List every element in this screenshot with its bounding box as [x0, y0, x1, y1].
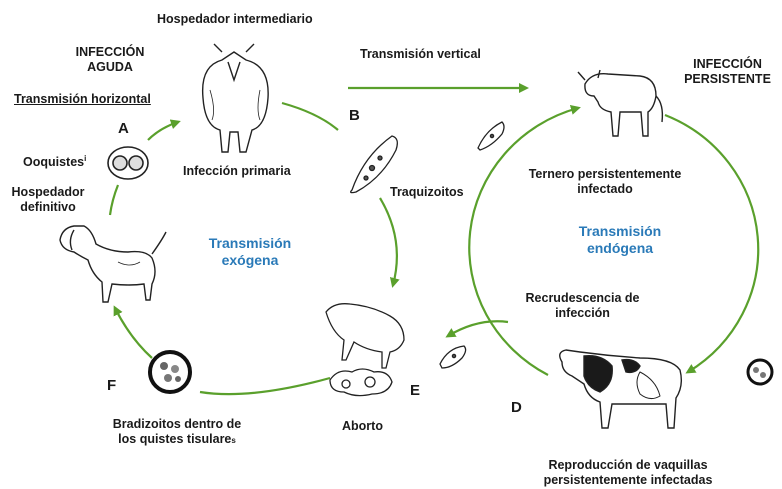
- label-traquizoitos: Traquizoitos: [390, 185, 464, 200]
- dog-icon: [60, 226, 166, 302]
- arrow-dog-to-a: [110, 185, 118, 215]
- letter-b: B: [349, 108, 360, 123]
- label-transmision-vertical: Transmisión vertical: [360, 47, 481, 62]
- calf-icon: [578, 70, 662, 136]
- label-ooquistes-mark: i: [84, 154, 86, 163]
- label-bradizoitos-line2-tail: s: [231, 436, 235, 445]
- label-ternero-line1: Ternero persistentemente: [520, 167, 690, 182]
- cow-icon: [203, 44, 269, 152]
- label-bradizoitos-line1: Bradizoitos dentro de: [92, 417, 262, 432]
- label-ooquistes: Ooquistesi: [23, 151, 86, 170]
- label-reproduccion-line1: Reproducción de vaquillas: [528, 458, 728, 473]
- arrow-aborto-to-f: [200, 378, 330, 394]
- label-hospedador-definitivo-line2: definitivo: [8, 200, 88, 215]
- label-infeccion-aguda-line1: INFECCIÓN: [55, 45, 165, 60]
- label-transmision-exogena-line1: Transmisión: [190, 235, 310, 252]
- label-ternero-line2: infectado: [520, 182, 690, 197]
- label-transmision-endogena-line2: endógena: [560, 240, 680, 257]
- label-ternero-persistentemente-infectado: Ternero persistentemente infectado: [520, 167, 690, 197]
- label-transmision-exogena: Transmisión exógena: [190, 235, 310, 269]
- label-transmision-endogena: Transmisión endógena: [560, 223, 680, 257]
- label-hospedador-definitivo: Hospedador definitivo: [8, 185, 88, 215]
- label-ooquistes-text: Ooquistes: [23, 155, 84, 169]
- tissue-cyst-d: [748, 360, 772, 384]
- label-recrudescencia-line2: infección: [510, 306, 655, 321]
- label-transmision-horizontal: Transmisión horizontal: [14, 92, 151, 107]
- letter-d: D: [511, 400, 522, 415]
- label-recrudescencia: Recrudescencia de infección: [510, 291, 655, 321]
- holstein-cow-icon: [560, 350, 682, 428]
- letter-a: A: [118, 121, 129, 136]
- arrow-f-to-dog: [115, 308, 152, 358]
- label-bradizoitos-line2: los quistes tisulares: [92, 432, 262, 448]
- label-infeccion-persistente-line2: PERSISTENTE: [680, 72, 775, 87]
- label-hospedador-intermediario: Hospedador intermediario: [157, 12, 313, 27]
- aborted-fetus-icon: [326, 304, 404, 396]
- letter-f: F: [107, 378, 116, 393]
- label-recrudescencia-line1: Recrudescencia de: [510, 291, 655, 306]
- oocyst-icon: [108, 147, 148, 179]
- label-transmision-exogena-line2: exógena: [190, 252, 310, 269]
- label-hospedador-definitivo-line1: Hospedador: [8, 185, 88, 200]
- arrow-traquizoitos-to-aborto: [380, 198, 397, 285]
- arrow-a-to-cow: [148, 122, 178, 140]
- label-infeccion-persistente: INFECCIÓN PERSISTENTE: [680, 57, 775, 87]
- label-bradizoitos-line2-text: los quistes tisulare: [118, 432, 231, 446]
- label-infeccion-aguda-line2: AGUDA: [55, 60, 165, 75]
- arrow-cow-to-b: [282, 103, 338, 130]
- label-bradizoitos: Bradizoitos dentro de los quistes tisula…: [92, 417, 262, 448]
- label-transmision-endogena-line1: Transmisión: [560, 223, 680, 240]
- label-aborto: Aborto: [342, 419, 383, 434]
- label-reproduccion-line2: persistentemente infectadas: [528, 473, 728, 488]
- label-infeccion-aguda: INFECCIÓN AGUDA: [55, 45, 165, 75]
- letter-e: E: [410, 383, 420, 398]
- tissue-cyst-f: [150, 352, 190, 392]
- label-infeccion-primaria: Infección primaria: [183, 164, 291, 179]
- label-infeccion-persistente-line1: INFECCIÓN: [680, 57, 775, 72]
- label-reproduccion-vaquillas: Reproducción de vaquillas persistentemen…: [528, 458, 728, 488]
